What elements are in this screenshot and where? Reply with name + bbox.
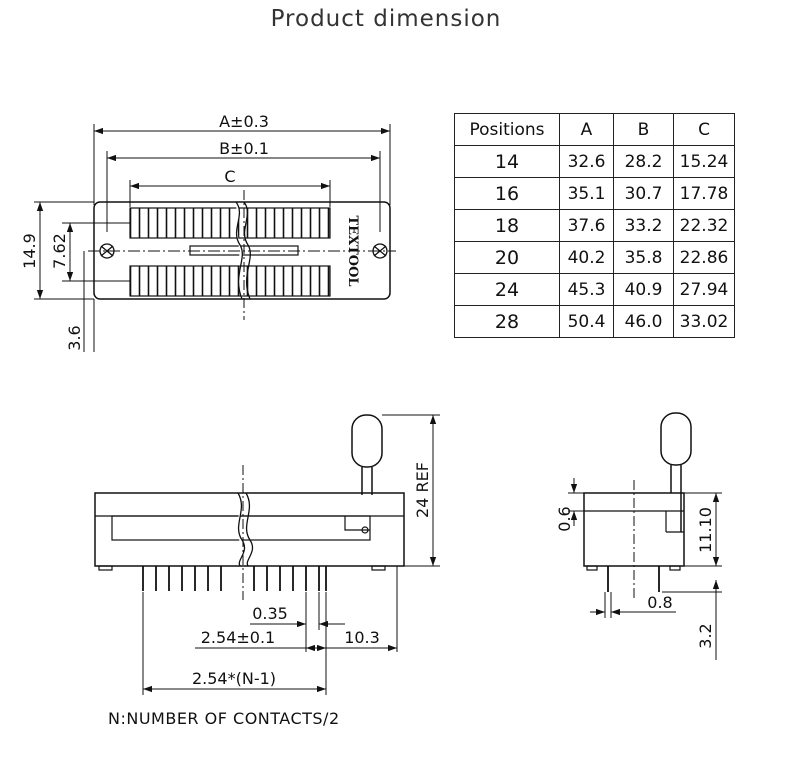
table-cell: 33.02	[673, 305, 735, 338]
table-header: A	[559, 113, 614, 146]
pin-width-label: 0.35	[252, 604, 288, 623]
body-height-label: 11.10	[696, 507, 715, 553]
table-row: 20 40.2 35.8 22.86	[454, 241, 735, 274]
page-title: Product dimension	[270, 6, 502, 32]
height-ref-label: 24 REF	[413, 462, 432, 518]
table-header: B	[613, 113, 674, 146]
side-view	[568, 412, 722, 660]
table-cell: 15.24	[673, 145, 735, 178]
table-cell: 40.9	[613, 273, 674, 306]
pin-depth-label: 3.2	[696, 623, 715, 648]
table-cell: 45.3	[559, 273, 614, 306]
top-offset-label: 0.6	[555, 506, 574, 531]
dim-b-label: B±0.1	[219, 139, 269, 158]
table-cell: 18	[454, 209, 560, 242]
table-cell: 33.2	[613, 209, 674, 242]
front-view	[94, 414, 440, 695]
table-cell: 28.2	[613, 145, 674, 178]
contacts-note: N:NUMBER OF CONTACTS/2	[108, 709, 340, 728]
table-cell: 30.7	[613, 177, 674, 210]
table-header: C	[673, 113, 735, 146]
socket-body-front	[94, 492, 405, 567]
table-cell: 24	[454, 273, 560, 306]
table-cell: 32.6	[559, 145, 614, 178]
dim-c-label: C	[224, 167, 235, 186]
table-cell: 22.32	[673, 209, 735, 242]
table-cell: 17.78	[673, 177, 735, 210]
table-cell: 22.86	[673, 241, 735, 274]
top-view	[34, 124, 396, 352]
table-cell: 50.4	[559, 305, 614, 338]
table-cell: 16	[454, 177, 560, 210]
offset-label: 3.6	[65, 325, 84, 350]
table-cell: 35.1	[559, 177, 614, 210]
pin-thickness-label: 0.8	[647, 593, 672, 612]
lever-handle-side	[660, 412, 692, 466]
table-cell: 40.2	[559, 241, 614, 274]
table-row: 28 50.4 46.0 33.02	[454, 305, 735, 338]
table-cell: 46.0	[613, 305, 674, 338]
lever-handle	[351, 414, 383, 468]
table-cell: 20	[454, 241, 560, 274]
table-row: 18 37.6 33.2 22.32	[454, 209, 735, 242]
table-row: 14 32.6 28.2 15.24	[454, 145, 735, 178]
table-cell: 37.6	[559, 209, 614, 242]
span-label: 2.54*(N-1)	[192, 669, 276, 688]
table-header-row: Positions A B C	[454, 113, 735, 146]
pin-length-label: 10.3	[344, 628, 380, 647]
table-cell: 28	[454, 305, 560, 338]
brand-logo-text: TEXTOOL	[345, 215, 360, 286]
dimension-table: Positions A B C 14 32.6 28.2 15.24 16 35…	[454, 113, 735, 338]
table-cell: 14	[454, 145, 560, 178]
table-row: 16 35.1 30.7 17.78	[454, 177, 735, 210]
dim-a-label: A±0.3	[219, 112, 269, 131]
height-label: 14.9	[20, 233, 39, 269]
table-cell: 27.94	[673, 273, 735, 306]
row-spacing-label: 7.62	[50, 233, 69, 269]
table-header: Positions	[454, 113, 560, 146]
table-row: 24 45.3 40.9 27.94	[454, 273, 735, 306]
pitch-label: 2.54±0.1	[201, 628, 275, 647]
table-cell: 35.8	[613, 241, 674, 274]
